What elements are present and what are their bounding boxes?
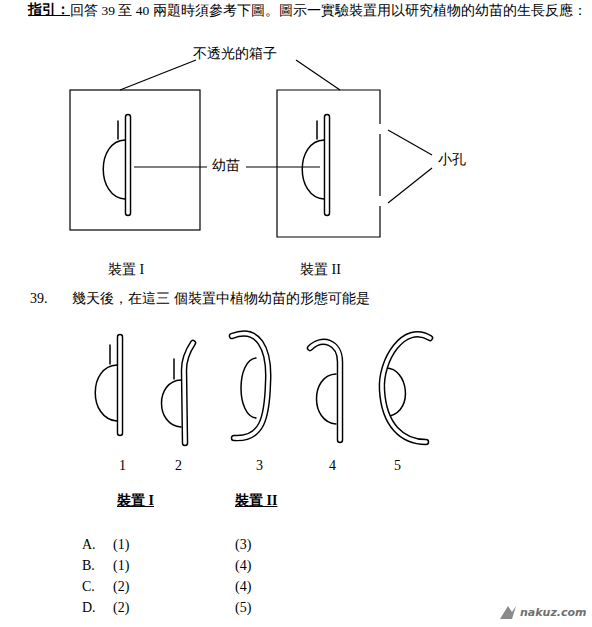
- instruction-tag: 指引：: [28, 2, 70, 19]
- seedling-figure: [310, 342, 340, 440]
- column-header: 裝置 II: [235, 493, 277, 510]
- column-header: 裝置 I: [117, 493, 154, 510]
- watermark: nakuz.com: [520, 606, 587, 619]
- seedling-figure: [95, 337, 120, 433]
- seedling: [103, 117, 128, 213]
- option-letter: A.: [82, 537, 96, 554]
- option-letter: C.: [82, 579, 95, 596]
- option-value: (5): [235, 600, 251, 617]
- figure-number: 4: [329, 458, 336, 475]
- option-letter: B.: [82, 558, 95, 575]
- figure-number: 1: [119, 458, 126, 475]
- option-value: (2): [113, 579, 129, 596]
- option-value: (1): [113, 537, 129, 554]
- leader-line: [388, 168, 432, 203]
- leader-line: [134, 166, 207, 167]
- watermark-icon: [500, 606, 516, 619]
- apparatus-label: 裝置 II: [300, 262, 341, 279]
- seedling: [302, 117, 327, 213]
- question-number: 39.: [30, 291, 48, 308]
- seedling-figure: [162, 343, 194, 443]
- option-value: (2): [113, 600, 129, 617]
- figure-number: 3: [256, 458, 263, 475]
- box-label: 不透光的箱子: [193, 46, 277, 63]
- leader-line: [296, 60, 340, 90]
- seedling-label: 幼苗: [212, 158, 240, 175]
- opaque-box: [277, 90, 380, 237]
- leader-line: [246, 166, 320, 167]
- question-text: 幾天後，在這三 個裝置中植物幼苗的形態可能是: [72, 291, 370, 308]
- figure-number: 2: [175, 458, 182, 475]
- seedling-figure: [382, 334, 430, 442]
- hole-label: 小孔: [438, 152, 466, 169]
- figure-number: 5: [394, 458, 401, 475]
- option-value: (1): [113, 558, 129, 575]
- option-value: (3): [235, 537, 251, 554]
- option-letter: D.: [82, 600, 96, 617]
- seedling-figure: [232, 334, 268, 439]
- apparatus-label: 裝置 I: [108, 262, 144, 279]
- option-value: (4): [235, 579, 251, 596]
- leader-line: [120, 60, 196, 90]
- opaque-box: [70, 90, 200, 230]
- instruction-text: 回答 39 至 40 兩題時須參考下圖。圖示一實驗裝置用以研究植物的幼苗的生長反…: [70, 3, 587, 19]
- option-value: (4): [235, 558, 251, 575]
- leader-line: [388, 130, 432, 155]
